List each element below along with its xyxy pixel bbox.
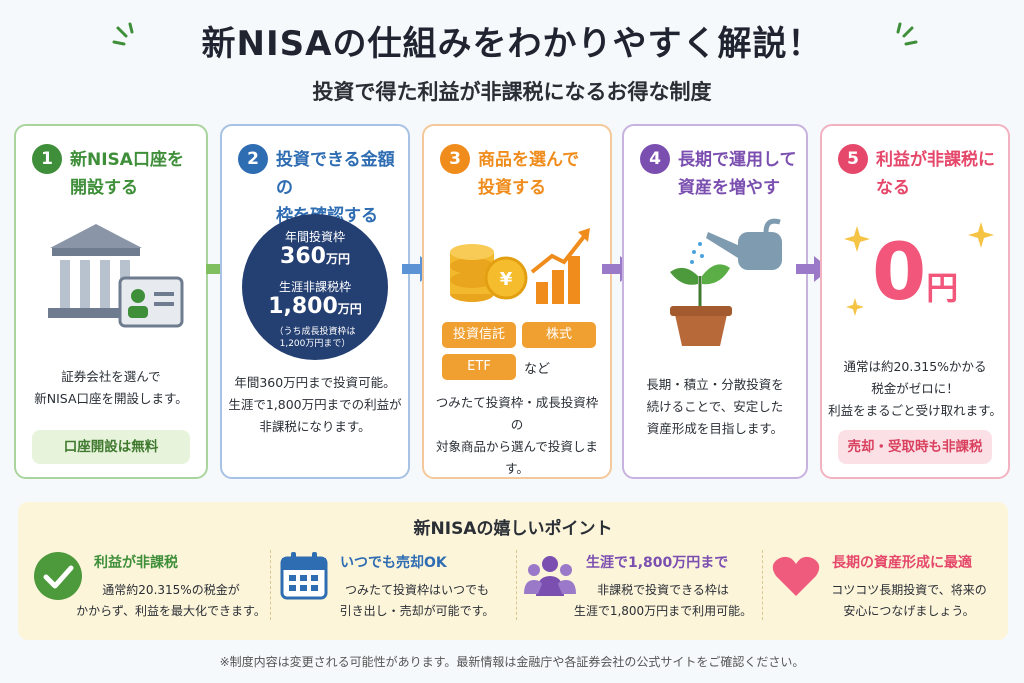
page-subtitle: 投資で得た利益が非課税になるお得な制度 <box>312 80 712 104</box>
benefit-item: 生涯で1,800万円まで 非課税で投資できる枠は 生涯で1,800万円まで利用可… <box>516 546 760 628</box>
lifetime-limit-label: 生涯非課税枠 <box>278 280 351 294</box>
product-tag: 株式 <box>522 322 596 348</box>
check-circle-icon <box>34 552 82 600</box>
benefit-item: 長期の資産形成に最適 コツコツ長期投資で、将来の 安心につなげましょう。 <box>762 546 1006 628</box>
watering-plant-icon <box>670 218 782 346</box>
svg-text:¥: ¥ <box>500 269 513 290</box>
sparkle-icon <box>844 226 870 252</box>
coins-growth-chart-icon: ¥ <box>450 228 590 304</box>
zero-value: 0 <box>872 228 927 318</box>
benefits-panel: 新NISAの嬉しいポイント 利益が非課税 通常約20.315%の税金が かからず… <box>18 502 1008 640</box>
people-group-icon <box>524 556 576 596</box>
benefit-title: 生涯で1,800万円まで <box>586 555 729 571</box>
product-tag: 投資信託 <box>442 322 516 348</box>
step-card-4: 4 長期で運用して 資産を増やす 長期・積立・分散投資を 続けることで、安定した… <box>622 124 808 479</box>
divider <box>762 550 763 620</box>
benefit-item: いつでも売却OK つみたて投資枠はいつでも 引き出し・売却が可能です。 <box>270 546 514 628</box>
step-number: 4 <box>640 144 670 174</box>
sparkle-left-icon <box>112 22 134 46</box>
benefit-title: 長期の資産形成に最適 <box>832 555 972 571</box>
step-pill: 口座開設は無料 <box>32 430 190 464</box>
step-description: つみたて投資枠・成長投資枠の 対象商品から選んで投資します。 <box>435 395 599 476</box>
step-heading: 長期で運用して 資産を増やす <box>678 150 797 198</box>
calendar-icon <box>280 552 328 600</box>
lifetime-limit-unit: 万円 <box>337 302 362 316</box>
bank-building-icon <box>48 224 184 328</box>
step-heading: 利益が非課税に なる <box>876 150 995 198</box>
heart-icon <box>772 556 820 596</box>
investment-limit-circle: 年間投資枠 360万円 生涯非課税枠 1,800万円 （うち成長投資枠は 1,2… <box>242 214 388 360</box>
benefit-item: 利益が非課税 通常約20.315%の税金が かからず、利益を最大化できます。 <box>24 546 268 628</box>
step-number: 5 <box>838 144 868 174</box>
step-description: 通常は約20.315%かかる 税金がゼロに！ 利益をまるごと受け取れます。 <box>828 359 1002 418</box>
step-description: 証券会社を選んで 新NISA口座を開設します。 <box>34 369 188 406</box>
annual-limit-label: 年間投資枠 <box>284 230 345 244</box>
annual-limit-unit: 万円 <box>325 252 350 266</box>
benefit-description: つみたて投資枠はいつでも 引き出し・売却が可能です。 <box>339 583 495 618</box>
growth-limit-note: （うち成長投資枠は 1,200万円まで） <box>274 327 356 349</box>
product-tag: ETF <box>442 354 516 380</box>
zero-unit: 円 <box>926 269 959 307</box>
benefit-title: 利益が非課税 <box>94 555 178 571</box>
zero-yen-display: 0円 <box>872 228 958 318</box>
sparkle-icon <box>846 298 864 316</box>
benefit-description: コツコツ長期投資で、将来の 安心につなげましょう。 <box>831 583 987 618</box>
page-title: 新NISAの仕組みをわかりやすく解説！ <box>201 24 823 64</box>
benefit-title: いつでも売却OK <box>340 555 447 571</box>
step-number: 1 <box>32 144 62 174</box>
annual-limit-value: 360 <box>280 244 326 269</box>
step-description: 年間360万円まで投資可能。 生涯で1,800万円までの利益が 非課税になります… <box>228 375 402 434</box>
benefits-title: 新NISAの嬉しいポイント <box>413 519 613 539</box>
footnote: ※制度内容は変更される可能性があります。最新情報は金融庁や各証券会社の公式サイト… <box>219 655 805 669</box>
step-card-1: 1 新NISA口座を 開設する 証券会社を選んで 新NISA口座を開設します。 … <box>14 124 208 479</box>
step-card-3: 3 商品を選んで 投資する ¥ 投資信託 株式 ETF など つみたて投資枠・成… <box>422 124 612 479</box>
step-heading: 新NISA口座を 開設する <box>70 150 184 198</box>
step-pill: 売却・受取時も非課税 <box>838 430 992 464</box>
benefit-description: 通常約20.315%の税金が かからず、利益を最大化できます。 <box>76 583 266 618</box>
sparkle-right-icon <box>896 22 918 46</box>
step-number: 2 <box>238 144 268 174</box>
lifetime-limit-value: 1,800 <box>268 294 338 319</box>
benefit-description: 非課税で投資できる枠は 生涯で1,800万円まで利用可能。 <box>573 583 753 618</box>
divider <box>516 550 517 620</box>
divider <box>270 550 271 620</box>
step-number: 3 <box>440 144 470 174</box>
step-description: 長期・積立・分散投資を 続けることで、安定した 資産形成を目指します。 <box>646 377 784 436</box>
step-heading: 商品を選んで 投資する <box>478 150 580 198</box>
step-card-5: 5 利益が非課税に なる 0円 通常は約20.315%かかる 税金がゼロに！ 利… <box>820 124 1010 479</box>
tags-suffix: など <box>524 362 551 377</box>
step-card-2: 2 投資できる金額の 枠を確認する 年間投資枠 360万円 生涯非課税枠 1,8… <box>220 124 410 479</box>
sparkle-icon <box>968 222 994 248</box>
